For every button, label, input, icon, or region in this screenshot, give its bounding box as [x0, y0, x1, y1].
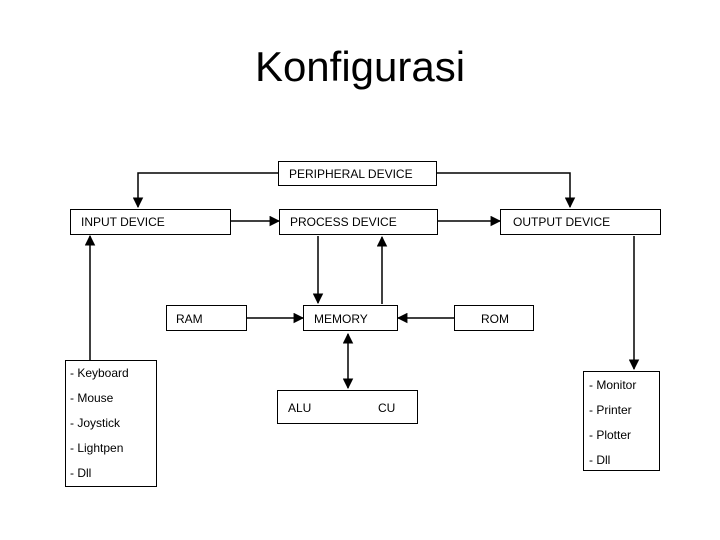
arrow-peripheral-to-input	[132, 172, 278, 209]
ram-label: RAM	[176, 312, 203, 326]
output-device-item: - Dll	[589, 453, 611, 467]
memory-label: MEMORY	[314, 312, 368, 326]
input-device-item: - Mouse	[70, 391, 114, 405]
output-device-item: - Printer	[589, 403, 632, 417]
peripheral-device-label: PERIPHERAL DEVICE	[289, 167, 413, 181]
process-device-box: PROCESS DEVICE	[279, 209, 438, 235]
input-device-box: INPUT DEVICE	[70, 209, 231, 235]
memory-box: MEMORY	[303, 305, 398, 331]
alu-cu-box: ALU CU	[277, 390, 418, 424]
input-device-list-box: - Keyboard - Mouse - Joystick - Lightpen…	[65, 360, 157, 487]
arrow-peripheral-to-output	[436, 172, 576, 209]
output-device-label: OUTPUT DEVICE	[513, 215, 611, 229]
output-device-box: OUTPUT DEVICE	[500, 209, 661, 235]
rom-box: ROM	[454, 305, 534, 331]
input-device-item: - Keyboard	[70, 366, 129, 380]
output-device-item: - Monitor	[589, 378, 637, 392]
alu-label: ALU	[288, 401, 312, 415]
input-device-item: - Dll	[70, 466, 92, 480]
input-device-label: INPUT DEVICE	[81, 215, 165, 229]
output-device-item: - Plotter	[589, 428, 632, 442]
cu-label: CU	[378, 401, 396, 415]
process-device-label: PROCESS DEVICE	[290, 215, 397, 229]
input-device-item: - Lightpen	[70, 441, 124, 455]
ram-box: RAM	[166, 305, 247, 331]
output-device-list-box: - Monitor - Printer - Plotter - Dll	[583, 371, 660, 471]
diagram-title: Konfigurasi	[254, 43, 466, 90]
rom-label: ROM	[481, 312, 509, 326]
peripheral-device-box: PERIPHERAL DEVICE	[278, 161, 437, 186]
input-device-item: - Joystick	[70, 416, 121, 430]
